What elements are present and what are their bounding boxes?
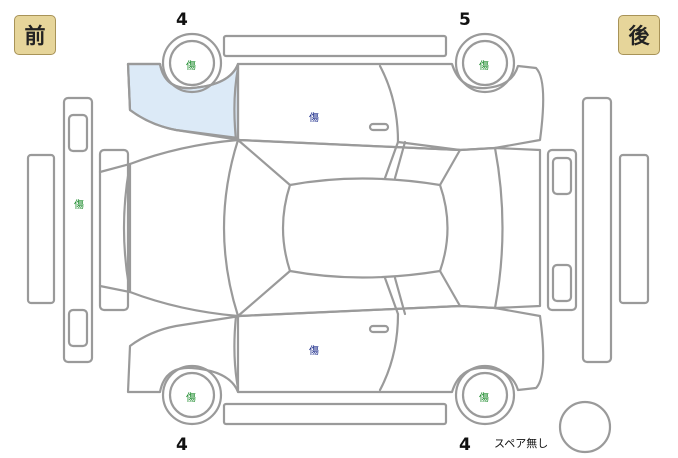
right-side-body	[126, 304, 545, 394]
top-view-body	[122, 138, 542, 318]
damage-mark-rear-right-wheel: 傷	[479, 393, 489, 404]
front-right-wheel	[161, 364, 223, 426]
tread-rear-left: 5	[459, 10, 471, 30]
damage-mark-rear-left-wheel: 傷	[479, 61, 489, 72]
spare-tire	[558, 400, 612, 454]
damage-mark-front-bumper: 傷	[74, 200, 84, 211]
tread-front-left: 4	[176, 10, 188, 30]
front-label: 前	[14, 15, 56, 55]
tread-front-right: 4	[176, 435, 188, 455]
rear-left-wheel	[454, 32, 516, 94]
spare-tire-label: スペア無し	[494, 437, 549, 450]
front-left-wheel	[161, 32, 223, 94]
left-side-body	[126, 62, 545, 152]
damage-mark-front-right-wheel: 傷	[186, 393, 196, 404]
damage-mark-front-left-wheel: 傷	[186, 61, 196, 72]
damage-mark-left-doors: 傷	[309, 113, 319, 124]
rear-label: 後	[618, 15, 660, 55]
rear-right-wheel	[454, 364, 516, 426]
tread-rear-right: 4	[459, 435, 471, 455]
roof	[281, 177, 449, 279]
damage-mark-right-doors: 傷	[309, 346, 319, 357]
front-left-fender-damage-area	[126, 62, 240, 140]
